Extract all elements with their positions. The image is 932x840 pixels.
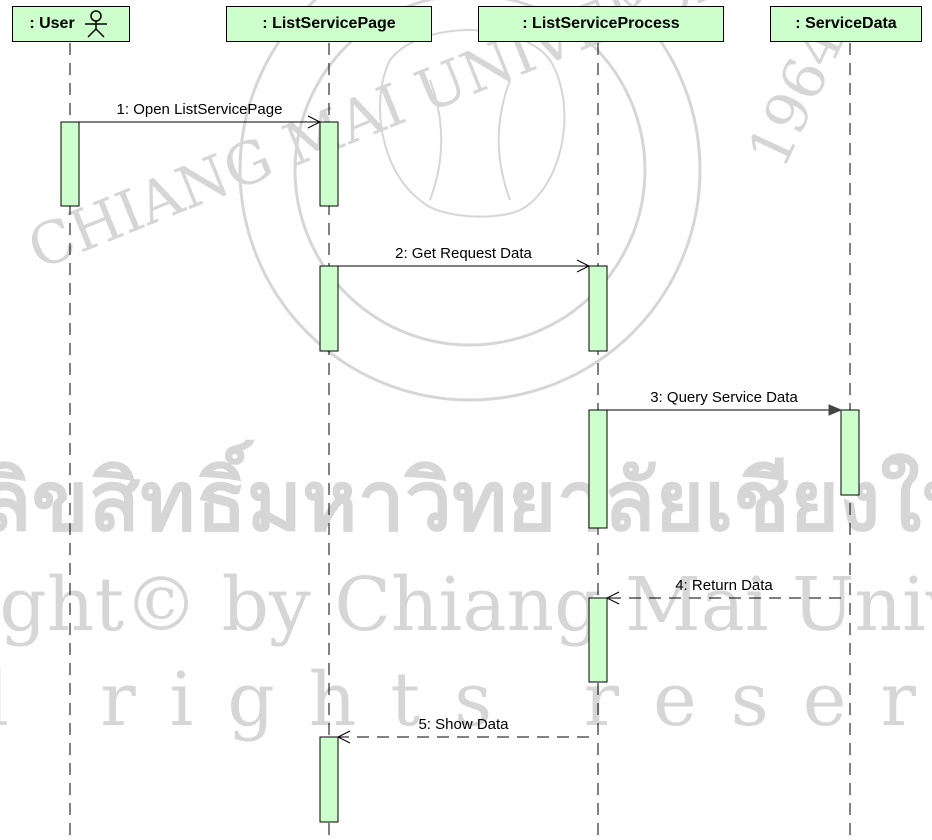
message-label-3: 3: Query Service Data [650,389,798,406]
lifeline-head-listservicepage: : ListServicePage [226,6,432,42]
activation-bar-page [319,736,339,823]
open-arrowhead-4 [605,591,620,605]
filled-arrowhead-3 [828,404,843,416]
lifeline-label-servicedata: : ServiceData [795,15,897,32]
message-label-2: 2: Get Request Data [395,245,532,262]
message-label-5: 5: Show Data [418,716,509,733]
open-arrowhead-5 [336,730,351,744]
lifeline-head-user: : User [12,6,130,42]
message-label-1: 1: Open ListServicePage [117,101,283,118]
activation-bar-user [60,121,80,207]
lifeline-label-listservicepage: : ListServicePage [262,15,396,32]
open-arrowhead-1 [307,115,322,129]
thai-watermark-text: ลิขสิทธิ์มหาวิทยาลัยเชียงใหม่ [0,439,932,550]
activation-bar-process [588,265,608,352]
copyright-watermark-text: Copyright© by Chiang Mai University [0,562,932,648]
activation-bar-page [319,265,339,352]
open-arrowhead-2 [576,259,591,273]
lifeline-label-user: : User [29,15,75,32]
lifeline-head-listserviceprocess: : ListServiceProcess [478,6,724,42]
activation-bar-page [319,121,339,207]
actor-icon [84,10,107,38]
activation-bar-process [588,597,608,683]
rights-watermark-text: All rights reserved [0,657,932,743]
message-label-4: 4: Return Data [675,577,773,594]
lifeline-label-listserviceprocess: : ListServiceProcess [522,15,680,32]
lifeline-head-servicedata: : ServiceData [770,6,922,42]
activation-bar-process [588,409,608,529]
activation-bar-data [840,409,860,496]
